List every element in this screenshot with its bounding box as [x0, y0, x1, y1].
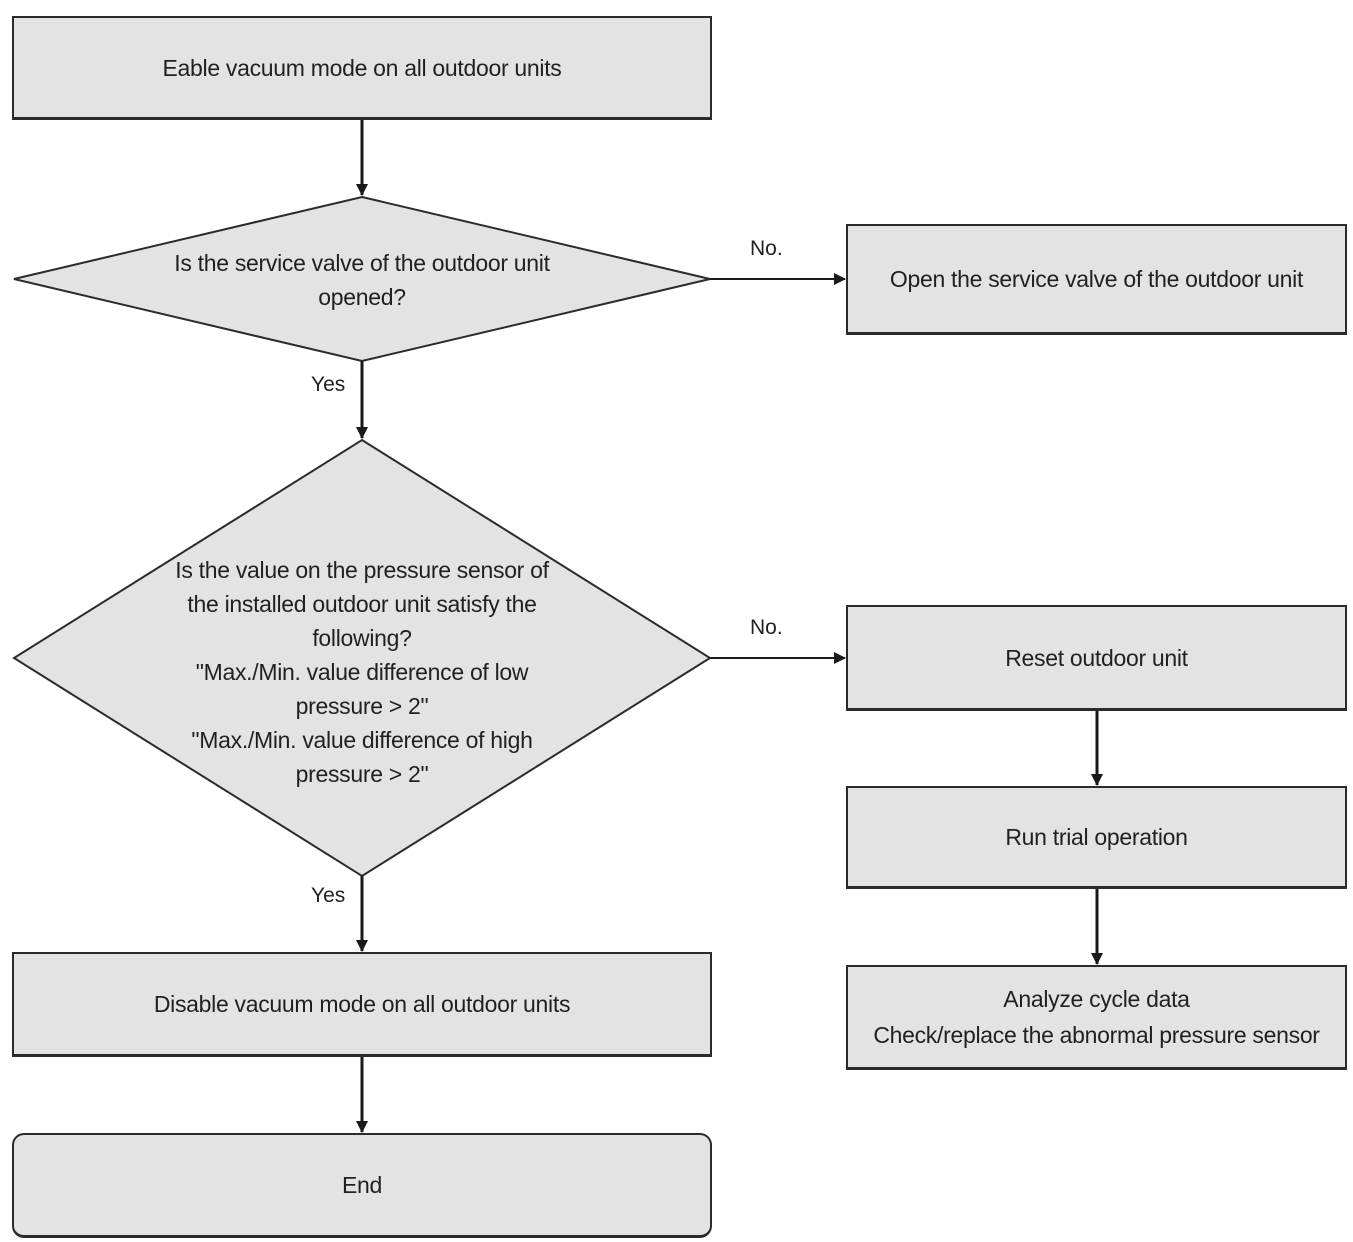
- valve-no-label: No.: [750, 237, 783, 260]
- pressure-yes-label: Yes: [311, 884, 346, 907]
- run-trial-box: Run trial operation: [846, 786, 1347, 889]
- open-valve-text: Open the service valve of the outdoor un…: [889, 266, 1304, 292]
- enable-vacuum-box: Eable vacuum mode on all outdoor units: [12, 16, 712, 120]
- end-text: End: [341, 1172, 383, 1198]
- decision-pressure-text: Is the value on the pressure sensor of t…: [175, 557, 549, 787]
- analyze-box: Analyze cycle data Check/replace the abn…: [846, 965, 1347, 1070]
- analyze-text: Analyze cycle data Check/replace the abn…: [873, 986, 1320, 1048]
- open-valve-box: Open the service valve of the outdoor un…: [846, 224, 1347, 335]
- pressure-no-label: No.: [750, 616, 783, 639]
- disable-vacuum-text: Disable vacuum mode on all outdoor units: [153, 991, 571, 1017]
- enable-vacuum-text: Eable vacuum mode on all outdoor units: [162, 54, 562, 81]
- disable-vacuum-box: Disable vacuum mode on all outdoor units: [12, 952, 712, 1057]
- valve-yes-label: Yes: [311, 373, 346, 396]
- reset-unit-box: Reset outdoor unit: [846, 605, 1347, 711]
- decision-valve-text: Is the service valve of the outdoor unit…: [174, 250, 550, 310]
- run-trial-text: Run trial operation: [1005, 824, 1188, 850]
- reset-unit-text: Reset outdoor unit: [1005, 644, 1188, 671]
- end-terminal: End: [12, 1133, 712, 1238]
